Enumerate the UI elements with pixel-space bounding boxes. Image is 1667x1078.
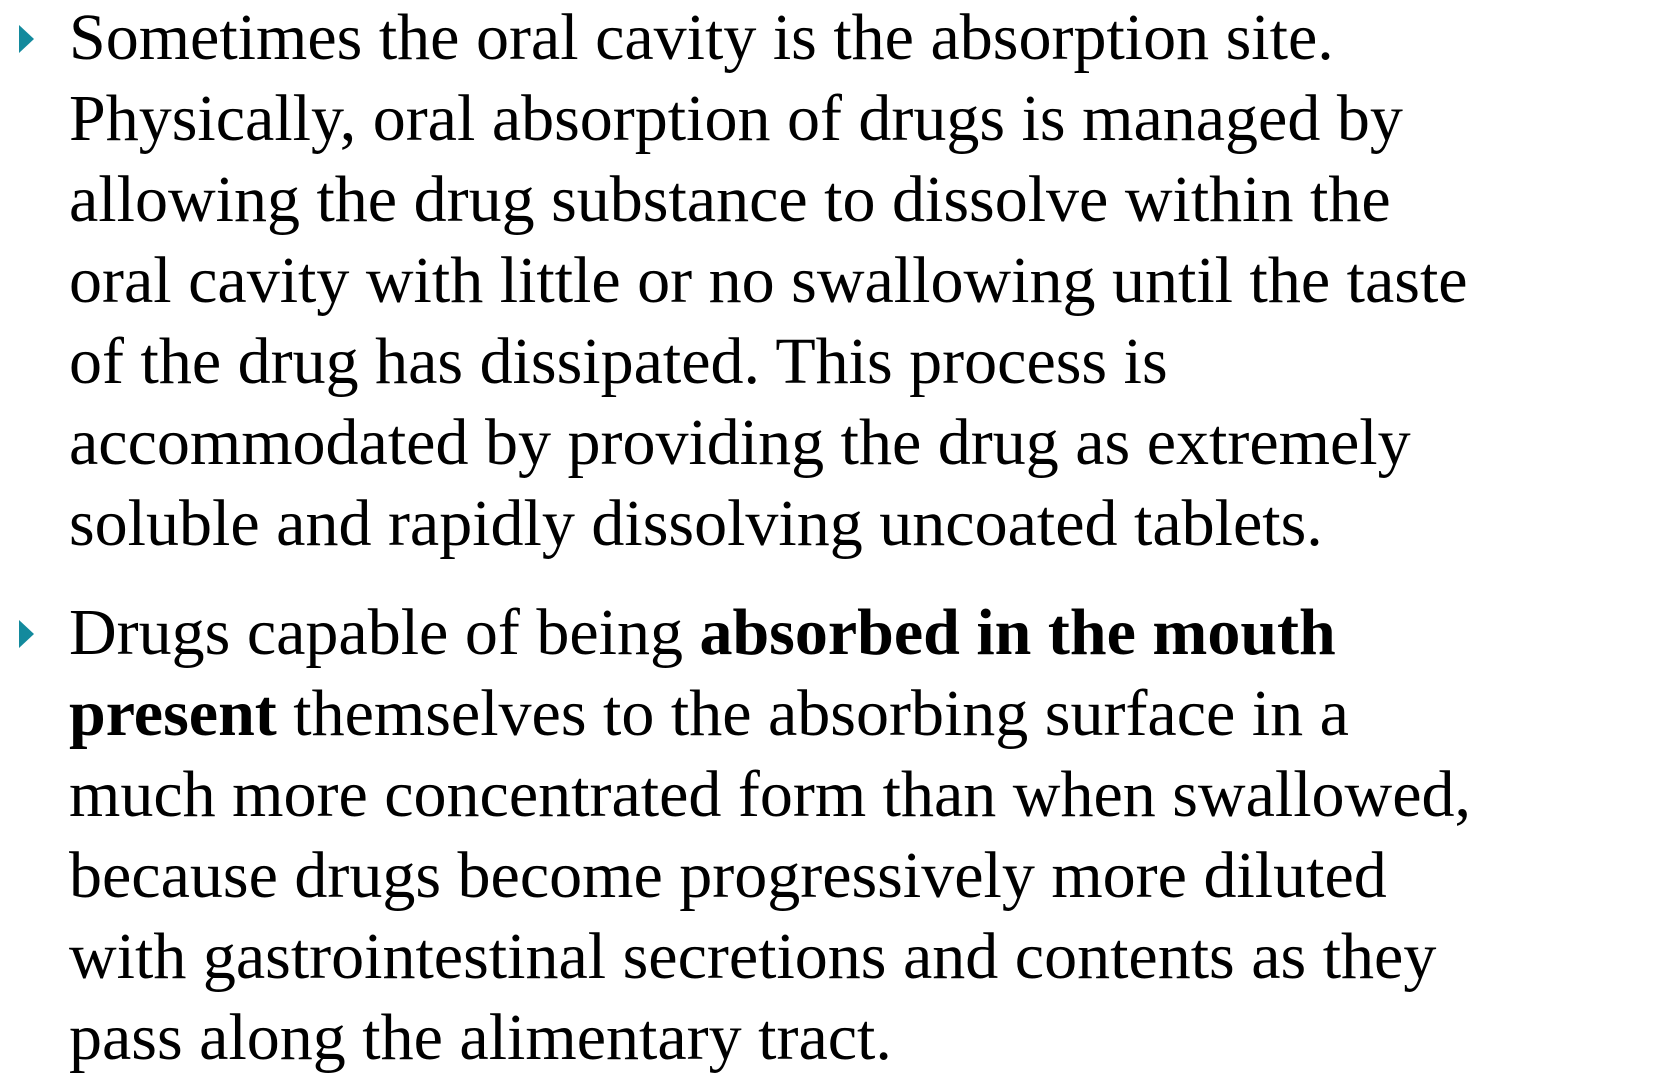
text-line: oral cavity with little or no swallowing… — [69, 244, 1468, 317]
text-line: Drugs capable of being absorbed in the m… — [69, 592, 1667, 673]
text-run: themselves to the absorbing surface in a — [276, 677, 1349, 750]
bullet-item-oral-cavity: Sometimes the oral cavity is the absorpt… — [19, 1, 1468, 560]
text-line: much more concentrated form than when sw… — [69, 758, 1472, 831]
text-line: pass along the alimentary tract. — [69, 1001, 892, 1074]
text-line: accommodated by providing the drug as ex… — [69, 406, 1411, 479]
text-line: Sometimes the oral cavity is the absorpt… — [69, 1, 1334, 74]
text-line: allowing the drug substance to dissolve … — [69, 163, 1391, 236]
bullet-item-absorbed-in-mouth: Drugs capable of being absorbed in the m… — [0, 592, 1667, 1078]
triangle-right-icon — [19, 25, 34, 53]
text-line: because drugs become progressively more … — [69, 839, 1387, 912]
text-run: Drugs capable of being — [69, 596, 700, 669]
slide: Sometimes the oral cavity is the absorpt… — [19, 1, 1472, 1074]
triangle-right-icon — [19, 620, 34, 648]
text-line: Physically, oral absorption of drugs is … — [69, 82, 1403, 155]
bullet-list: Sometimes the oral cavity is the absorpt… — [19, 1, 1471, 1074]
text-line: of the drug has dissipated. This process… — [69, 325, 1168, 398]
bold-phrase: absorbed in the mouth — [699, 596, 1336, 669]
text-line: present themselves to the absorbing surf… — [69, 673, 1667, 754]
bold-phrase: present — [69, 677, 277, 750]
text-line: soluble and rapidly dissolving uncoated … — [69, 487, 1323, 560]
text-line: with gastrointestinal secretions and con… — [69, 920, 1437, 993]
